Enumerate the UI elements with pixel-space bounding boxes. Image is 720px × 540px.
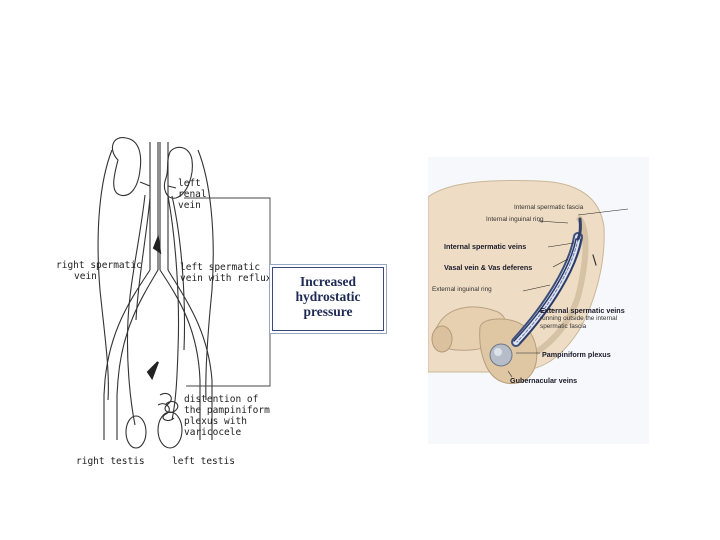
label-vasal-vein: Vasal vein & Vas deferens: [444, 263, 533, 272]
testis-ball: [489, 343, 513, 367]
label-left-spermatic-vein: left spermatic vein with reflux: [180, 262, 272, 284]
label-left-renal-vein: left renal vein: [178, 178, 207, 211]
left-kidney: [163, 146, 193, 199]
anatomical-illustration: Internal spermatic fascia Internal ingui…: [428, 157, 649, 444]
left-testis-shape: [157, 411, 183, 449]
label-gubernacular-veins: Gubernacular veins: [510, 376, 578, 385]
label-internal-spermatic-fascia: Internal spermatic fascia: [514, 204, 584, 211]
right-testis-shape: [125, 415, 147, 449]
pressure-text: Increased hydrostatic pressure: [295, 274, 361, 319]
label-distention: distention of the pampiniform plexus wit…: [184, 394, 270, 438]
reflux-arrow-lower: [146, 361, 159, 381]
reflux-arrow-upper: [152, 234, 162, 255]
label-right-spermatic-vein: right spermatic vein: [56, 260, 142, 282]
label-internal-spermatic-veins: Internal spermatic veins: [444, 242, 527, 251]
label-running-outside: running outside the internal spermatic f…: [540, 315, 618, 330]
anatomical-illustration-drawing: [428, 179, 629, 385]
label-internal-inguinal-ring: Internal inguinal ring: [486, 216, 544, 223]
label-right-testis: right testis: [76, 456, 145, 467]
label-external-spermatic-veins: External spermatic veins: [540, 306, 625, 315]
increased-pressure-box: Increased hydrostatic pressure: [272, 267, 384, 331]
label-pampiniform-plexus: Pampiniform plexus: [542, 350, 611, 359]
label-external-inguinal-ring: External inguinal ring: [432, 286, 492, 293]
right-kidney: [111, 137, 142, 197]
label-left-testis: left testis: [172, 456, 235, 467]
